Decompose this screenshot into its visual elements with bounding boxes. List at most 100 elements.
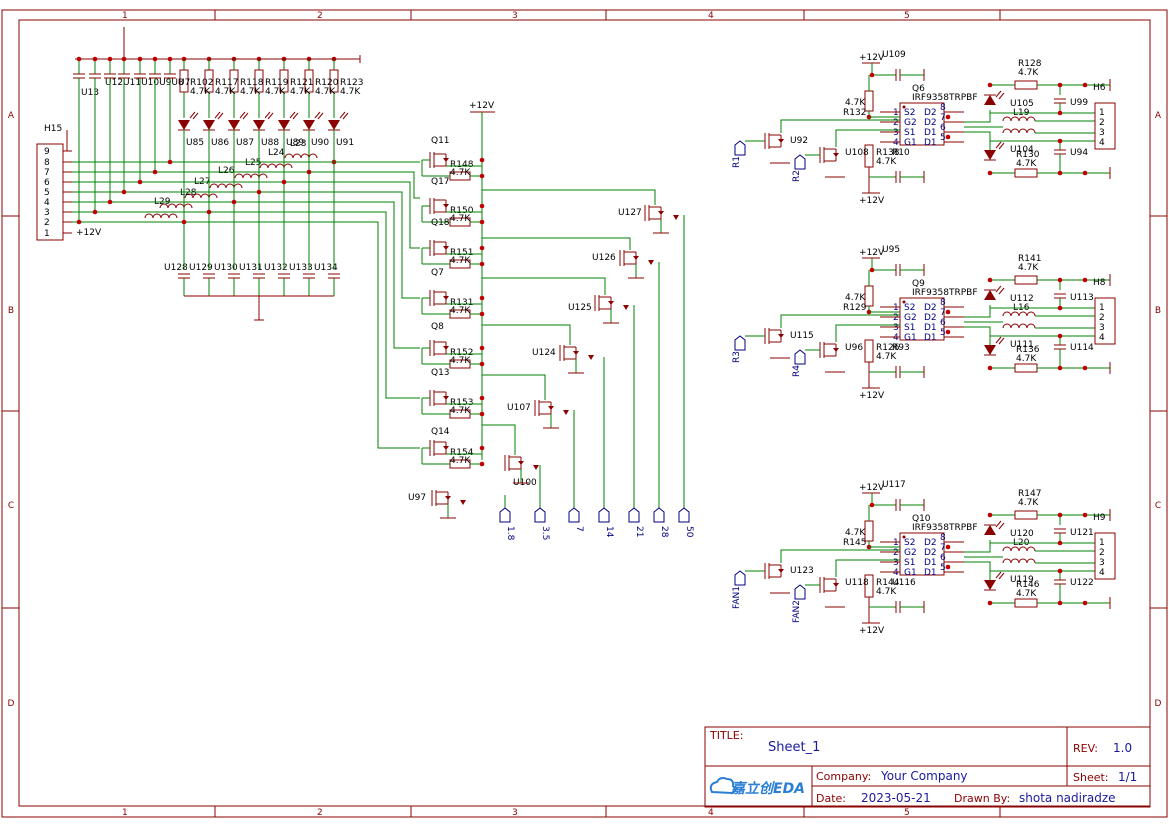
inductor-l25[interactable] <box>234 173 268 179</box>
net-port-r3[interactable]: R3 <box>732 335 746 363</box>
driver-u126[interactable] <box>619 250 639 266</box>
resistor-r130[interactable] <box>1014 168 1038 178</box>
driver-u96[interactable] <box>819 342 839 358</box>
connector-h9[interactable] <box>1094 532 1116 580</box>
led-u111[interactable] <box>984 336 1005 356</box>
led-u88[interactable] <box>253 111 274 131</box>
capacitor-u99[interactable] <box>1054 98 1066 104</box>
capacitor-u94[interactable] <box>1054 149 1066 155</box>
resistor-r146[interactable] <box>1014 598 1038 608</box>
net-port-r2[interactable]: R2 <box>792 154 806 182</box>
led-u89[interactable] <box>278 111 299 131</box>
connector-h6[interactable] <box>1094 102 1116 150</box>
inductor-l24[interactable] <box>259 163 293 169</box>
net-port-3.5[interactable]: 3.5 <box>534 507 550 540</box>
mosfet-part: IRF9358TRPBF <box>912 93 978 103</box>
led-u86[interactable] <box>203 111 224 131</box>
capacitor-u133[interactable] <box>303 273 315 279</box>
capacitor-u122[interactable] <box>1054 579 1066 585</box>
driver-u123[interactable] <box>764 563 784 579</box>
capacitor-u113[interactable] <box>1054 293 1066 299</box>
capacitor-u131[interactable] <box>253 273 265 279</box>
driver-u127[interactable] <box>644 205 664 221</box>
capacitor-u130[interactable] <box>228 273 240 279</box>
inductor-l27[interactable] <box>184 193 218 199</box>
net-port-28[interactable]: 28 <box>653 507 669 538</box>
ladder-mosfet-q13[interactable] <box>429 390 449 406</box>
driver-diode <box>533 465 539 470</box>
channel-decoupling-capacitor[interactable] <box>895 69 901 81</box>
net-port-21[interactable]: 21 <box>628 507 644 537</box>
ladder-q-ref: Q8 <box>431 322 444 332</box>
inductor-l29[interactable] <box>144 213 178 219</box>
connector-h8[interactable] <box>1094 297 1116 345</box>
ladder-mosfet-q7[interactable] <box>429 290 449 306</box>
top-capacitor[interactable] <box>73 73 85 79</box>
driver-u107[interactable] <box>534 400 554 416</box>
resistor-r128[interactable] <box>1014 80 1038 90</box>
mosfet-pin-label: S2 <box>904 303 915 313</box>
channel-bottom-capacitor[interactable] <box>895 171 901 183</box>
net-port-14[interactable]: 14 <box>598 507 614 538</box>
driver-u92[interactable] <box>764 133 784 149</box>
capacitor-u128[interactable] <box>178 273 190 279</box>
net-port-50[interactable]: 50 <box>678 507 694 538</box>
capacitor-u134[interactable] <box>328 273 340 279</box>
capacitor-u121[interactable] <box>1054 528 1066 534</box>
inductor-l20[interactable] <box>1002 546 1036 552</box>
channel-bottom-capacitor[interactable] <box>895 366 901 378</box>
net-port-7[interactable]: 7 <box>568 507 584 532</box>
led-u120[interactable] <box>984 520 1005 535</box>
net-port-r1[interactable]: R1 <box>732 140 746 168</box>
driver-u118[interactable] <box>819 577 839 593</box>
mosfet-ic-q6[interactable] <box>899 102 945 146</box>
inductor-l23[interactable] <box>284 153 318 159</box>
led-u91[interactable] <box>328 111 349 131</box>
resistor-r136[interactable] <box>1014 363 1038 373</box>
grid-col-label-bottom: 3 <box>512 808 518 818</box>
inductor-l19-b[interactable] <box>1002 128 1036 134</box>
driver-u124[interactable] <box>559 345 579 361</box>
net-port-r4[interactable]: R4 <box>792 349 806 377</box>
ladder-mosfet-q14[interactable] <box>429 440 449 456</box>
inductor-l26[interactable] <box>209 183 243 189</box>
top-capacitor[interactable] <box>89 73 101 79</box>
capacitor-u132[interactable] <box>278 273 290 279</box>
connector-h15[interactable] <box>36 143 64 241</box>
driver-u108[interactable] <box>819 147 839 163</box>
led-u104[interactable] <box>984 141 1005 161</box>
net-port-fan1[interactable]: FAN1 <box>732 570 746 609</box>
top-cap-ref: U13 <box>81 88 99 98</box>
inductor-l20-b[interactable] <box>1002 558 1036 564</box>
mosfet-ic-q10[interactable] <box>899 532 945 576</box>
led-u105[interactable] <box>984 90 1005 105</box>
resistor-r147[interactable] <box>1014 510 1038 520</box>
driver-u97[interactable] <box>431 490 451 506</box>
r-top-value: 4.7K <box>1018 263 1039 273</box>
channel-bottom-capacitor[interactable] <box>895 601 901 613</box>
driver-u100[interactable] <box>504 455 524 471</box>
led-body <box>984 95 996 105</box>
capacitor-u129[interactable] <box>203 273 215 279</box>
driver-u125[interactable] <box>594 295 614 311</box>
channel-decoupling-capacitor[interactable] <box>895 499 901 511</box>
r-top-ref: R141 <box>1018 254 1041 264</box>
channel-decoupling-capacitor[interactable] <box>895 264 901 276</box>
inductor-l28[interactable] <box>159 203 193 209</box>
net-port-fan2[interactable]: FAN2 <box>792 584 806 623</box>
led-u85[interactable] <box>178 111 199 131</box>
driver-u115[interactable] <box>764 328 784 344</box>
led-u119[interactable] <box>984 571 1005 591</box>
inductor-l16[interactable] <box>1002 311 1036 317</box>
led-u90[interactable] <box>303 111 324 131</box>
led-u112[interactable] <box>984 285 1005 300</box>
resistor-r126[interactable] <box>864 339 874 363</box>
junction-dot <box>107 199 113 205</box>
inductor-l16-b[interactable] <box>1002 323 1036 329</box>
led-u87[interactable] <box>228 111 249 131</box>
mosfet-ic-q9[interactable] <box>899 297 945 341</box>
resistor-r141[interactable] <box>1014 275 1038 285</box>
inductor-l19[interactable] <box>1002 116 1036 122</box>
capacitor-u114[interactable] <box>1054 344 1066 350</box>
net-port-1.8[interactable]: 1.8 <box>499 507 515 541</box>
